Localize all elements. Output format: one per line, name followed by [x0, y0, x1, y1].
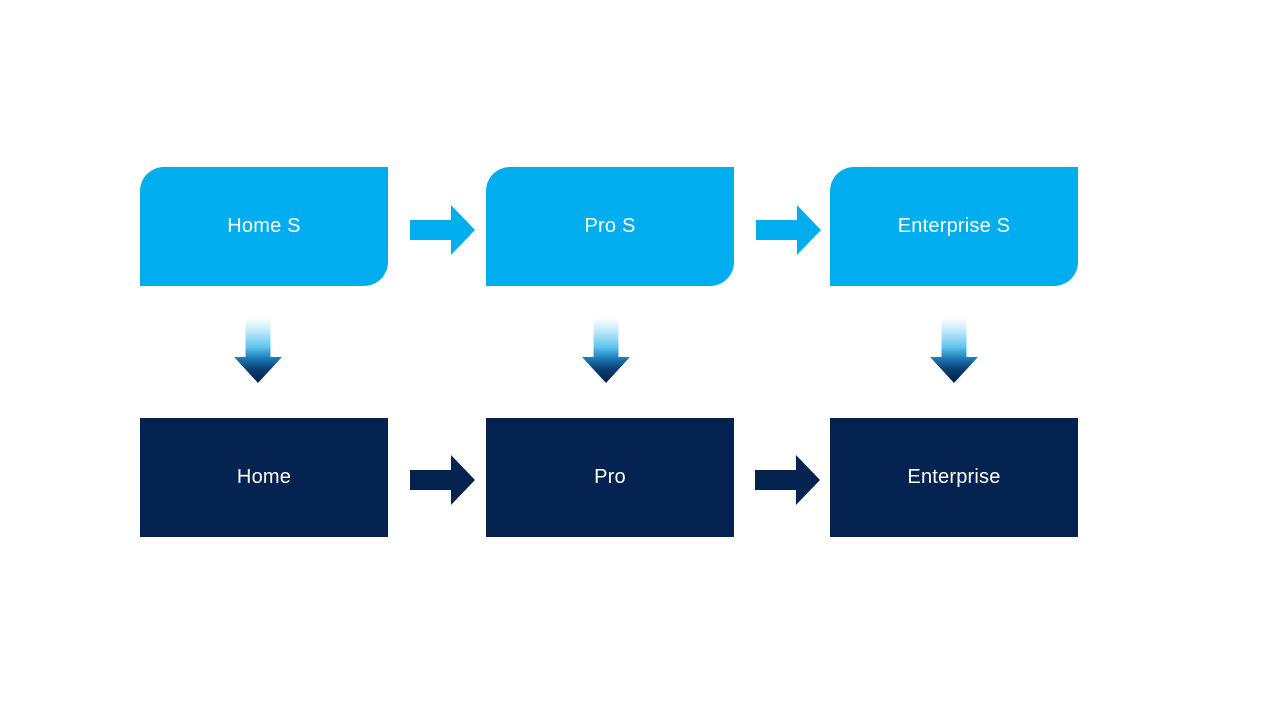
node-pro-s: Pro S	[486, 167, 734, 286]
node-home-s: Home S	[140, 167, 388, 286]
node-enterprise-s-label: Enterprise S	[897, 215, 1011, 237]
down-arrow-icon	[930, 318, 978, 383]
down-arrow-icon	[582, 318, 630, 383]
right-arrow-icon	[756, 205, 821, 255]
node-home: Home	[140, 418, 388, 537]
node-enterprise: Enterprise	[830, 418, 1078, 537]
down-arrow-icon	[234, 318, 282, 383]
right-arrow-icon	[410, 205, 475, 255]
node-pro-s-label: Pro S	[584, 215, 636, 237]
node-home-s-label: Home S	[227, 215, 301, 237]
node-enterprise-s: Enterprise S	[830, 167, 1078, 286]
right-arrow-icon	[410, 455, 475, 505]
node-pro: Pro	[486, 418, 734, 537]
node-home-label: Home	[236, 466, 292, 488]
right-arrow-icon	[755, 455, 820, 505]
node-enterprise-label: Enterprise	[907, 466, 1001, 488]
node-pro-label: Pro	[594, 466, 626, 488]
